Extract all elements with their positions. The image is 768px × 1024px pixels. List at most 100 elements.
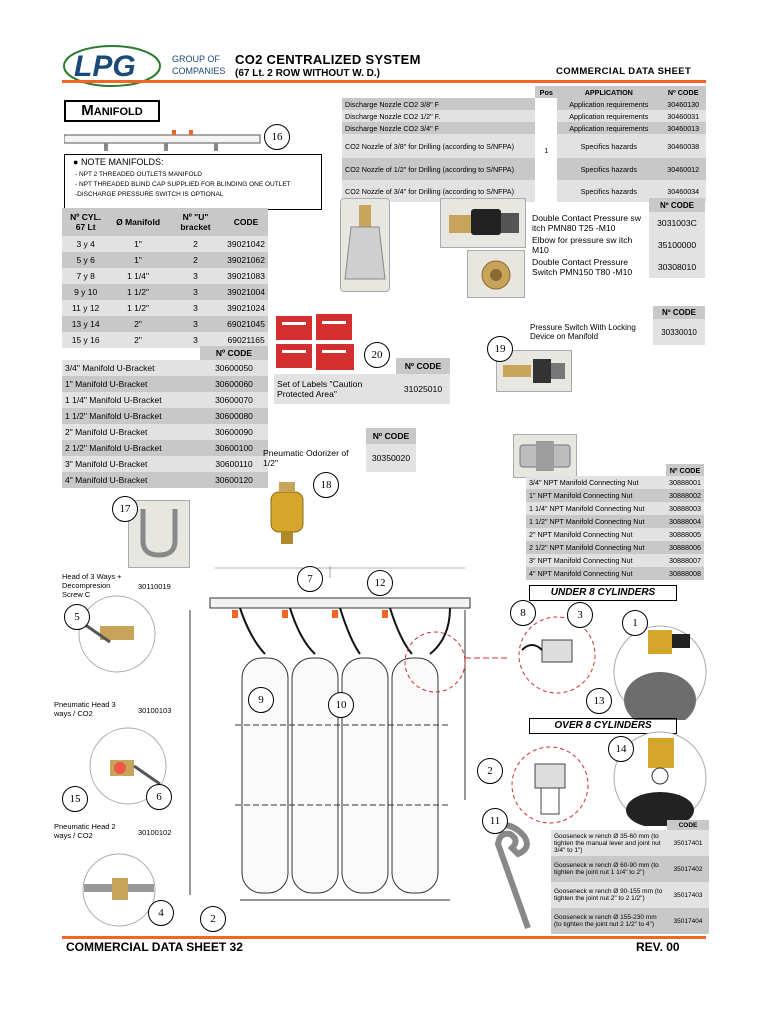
company-logo: LPG GROUP OF COMPANIES — [62, 40, 230, 92]
ubracket-code: 30600090 — [215, 427, 253, 437]
wrench-code-header: CODE — [667, 820, 709, 830]
cyl-count: 3 y 4 — [76, 239, 95, 249]
nut-row: 1 1/2" NPT Manifold Connecting Nut 308880… — [526, 515, 704, 528]
wrench-code: 35017403 — [673, 891, 703, 899]
bracket-count: 2 — [193, 239, 198, 249]
nozzle-code: 30460012 — [667, 164, 700, 174]
wrench-row: Gooseneck w rench Ø 60-90 mm (to tighten… — [551, 856, 709, 882]
nozzle-name: Discharge Nozzle CO2 3/4" F — [345, 123, 440, 133]
nut-code: 30888005 — [669, 530, 701, 539]
nozzle-app: Application requirements — [569, 111, 649, 121]
nozzle-name: CO2 Nozzle of 3/4" for Drilling (accordi… — [345, 186, 514, 196]
footer-divider — [62, 936, 706, 939]
manifold-diameter: 2" — [134, 335, 142, 345]
pressure-lock-table: Nº CODE Pressure Switch With Locking Dev… — [527, 306, 705, 345]
manifold-code: 39021083 — [227, 271, 265, 281]
pressure-switch-photo — [440, 198, 526, 248]
wrench-table: CODE Gooseneck w rench Ø 35-60 mm (to ti… — [551, 820, 709, 934]
pos-header: Pos — [535, 86, 558, 98]
cyl-count: 9 y 10 — [74, 287, 98, 297]
nut-code: 30888003 — [669, 504, 701, 513]
wrench-row: Gooseneck w rench Ø 35-60 mm (to tighten… — [551, 830, 709, 856]
ubracket-code: 30600100 — [215, 443, 253, 453]
nut-name: 3/4" NPT Manifold Connecting Nut — [529, 478, 639, 487]
phead3-photo — [88, 726, 168, 806]
nut-name: 3" NPT Manifold Connecting Nut — [529, 556, 633, 565]
ubracket-name: 1 1/2" Manifold U-Bracket — [65, 411, 162, 421]
bracket-count: 3 — [193, 319, 198, 329]
ubracket-code: 30600070 — [215, 395, 253, 405]
manifold-diameter: 1" — [134, 239, 142, 249]
ubracket-name: 1 1/4" Manifold U-Bracket — [65, 395, 162, 405]
manifold-diameter: 1 1/2" — [127, 287, 150, 297]
callout-12: 12 — [367, 570, 393, 596]
callout-5: 5 — [64, 604, 90, 630]
ubracket-code-header: Nº CODE — [200, 346, 268, 360]
nut-row: 3" NPT Manifold Connecting Nut 30888007 — [526, 554, 704, 567]
note-line: - NPT 2 THREADED OUTLETS MANIFOLD — [75, 171, 202, 178]
bracket-count: 3 — [193, 335, 198, 345]
manifold-code: 69021165 — [227, 335, 265, 345]
labels-code-header: Nº CODE — [396, 358, 450, 374]
wrench-code: 35017401 — [673, 839, 703, 847]
nut-code: 30888007 — [669, 556, 701, 565]
ubracket-name: 2 1/2" Manifold U-Bracket — [65, 443, 162, 453]
nozzle-code: 30460038 — [667, 141, 700, 151]
pressure-lock-label: Pressure Switch With Locking Device on M… — [530, 323, 636, 341]
pressure-name: Double Contact Pressure sw itch PMN80 T2… — [532, 213, 641, 233]
footer-left: COMMERCIAL DATA SHEET 32 — [66, 940, 243, 954]
wrench-row: Gooseneck w rench Ø 155-230 mm (to tight… — [551, 908, 709, 934]
logo-text: LPG — [74, 50, 136, 83]
ubracket-name: 2" Manifold U-Bracket — [65, 427, 148, 437]
wrench-name: Gooseneck w rench Ø 155-230 mm (to tight… — [554, 914, 657, 928]
pressure-code: 3031003C — [649, 212, 705, 234]
pressure-code-header: Nº CODE — [649, 198, 705, 212]
cylinder-valve-photo — [612, 620, 708, 728]
col-cyl: Nº CYL. 67 Lt — [70, 212, 102, 232]
manifold-code: 39021024 — [227, 303, 265, 313]
manifold-title: Manifold — [64, 100, 160, 122]
nozzle-app: Specifics hazards — [580, 141, 637, 151]
callout-3: 3 — [567, 602, 593, 628]
pressure-lock-code: 30330010 — [653, 319, 705, 345]
manifold-diameter: 1 1/4" — [127, 271, 150, 281]
callout-19: 19 — [487, 336, 513, 362]
nozzle-app: Application requirements — [569, 99, 649, 109]
nut-code: 30888006 — [669, 543, 701, 552]
installation-diagram — [180, 560, 520, 910]
pressure-row: Double Contact Pressure Switch PMN150 T8… — [529, 256, 705, 278]
manifold-code: 39021062 — [227, 255, 265, 265]
col-bracket: Nº "U" bracket — [180, 212, 211, 232]
ubracket-row: 3" Manifold U-Bracket 30600110 — [62, 456, 268, 472]
wrench-name: Gooseneck w rench Ø 90-155 mm (to tighte… — [554, 888, 663, 902]
odorizer-code-header: Nº CODE — [366, 428, 416, 444]
callout-15: 15 — [62, 786, 88, 812]
phead2-photo — [74, 852, 164, 928]
pressure-switch-table: Nº CODE Double Contact Pressure sw itch … — [529, 198, 705, 278]
nut-name: 4" NPT Manifold Connecting Nut — [529, 569, 633, 578]
pressure-row: Double Contact Pressure sw itch PMN80 T2… — [529, 212, 705, 234]
nuts-code-header: Nº CODE — [666, 464, 704, 476]
ubracket-code: 30600110 — [215, 459, 253, 469]
pressure-name: Elbow for pressure sw itch M10 — [532, 235, 633, 255]
nut-name: 2 1/2" NPT Manifold Connecting Nut — [529, 543, 645, 552]
nut-code: 30888004 — [669, 517, 701, 526]
nozzle-table: Pos APPLICATION Nº CODE Discharge Nozzle… — [342, 86, 706, 202]
callout-17: 17 — [112, 496, 138, 522]
odorizer-photo — [263, 478, 311, 546]
ubracket-name: 3" Manifold U-Bracket — [65, 459, 148, 469]
manifold-code: 69021045 — [227, 319, 265, 329]
manifold-drawing — [63, 128, 264, 154]
nut-row: 2 1/2" NPT Manifold Connecting Nut 308880… — [526, 541, 704, 554]
nut-name: 1 1/2" NPT Manifold Connecting Nut — [529, 517, 645, 526]
ubracket-name: 1" Manifold U-Bracket — [65, 379, 148, 389]
